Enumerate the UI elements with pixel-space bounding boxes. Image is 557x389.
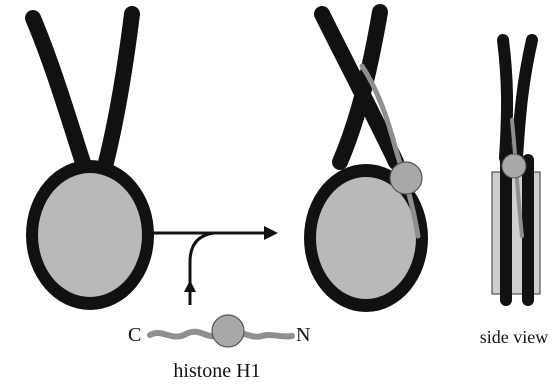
dna-arms-left [33, 14, 132, 178]
nucleosome-before [26, 14, 154, 310]
nucleosome-after [304, 12, 428, 312]
histone-core-right [316, 177, 416, 299]
side-view-diagram [492, 40, 540, 300]
reaction-arrow [150, 226, 278, 305]
histone-h1-label: histone H1 [173, 360, 260, 382]
dna-arms-crossed [322, 12, 396, 162]
side-h1-globular [502, 154, 526, 178]
side-view-label: side view [480, 327, 548, 347]
c-terminus-label: C [128, 324, 141, 346]
histone-core-left [38, 173, 142, 297]
h1-globular-domain [212, 315, 244, 347]
n-terminus-label: N [296, 324, 310, 346]
side-dna-arms [503, 40, 532, 158]
histone-h1-molecule [150, 315, 292, 347]
bound-h1-globular [390, 162, 422, 194]
